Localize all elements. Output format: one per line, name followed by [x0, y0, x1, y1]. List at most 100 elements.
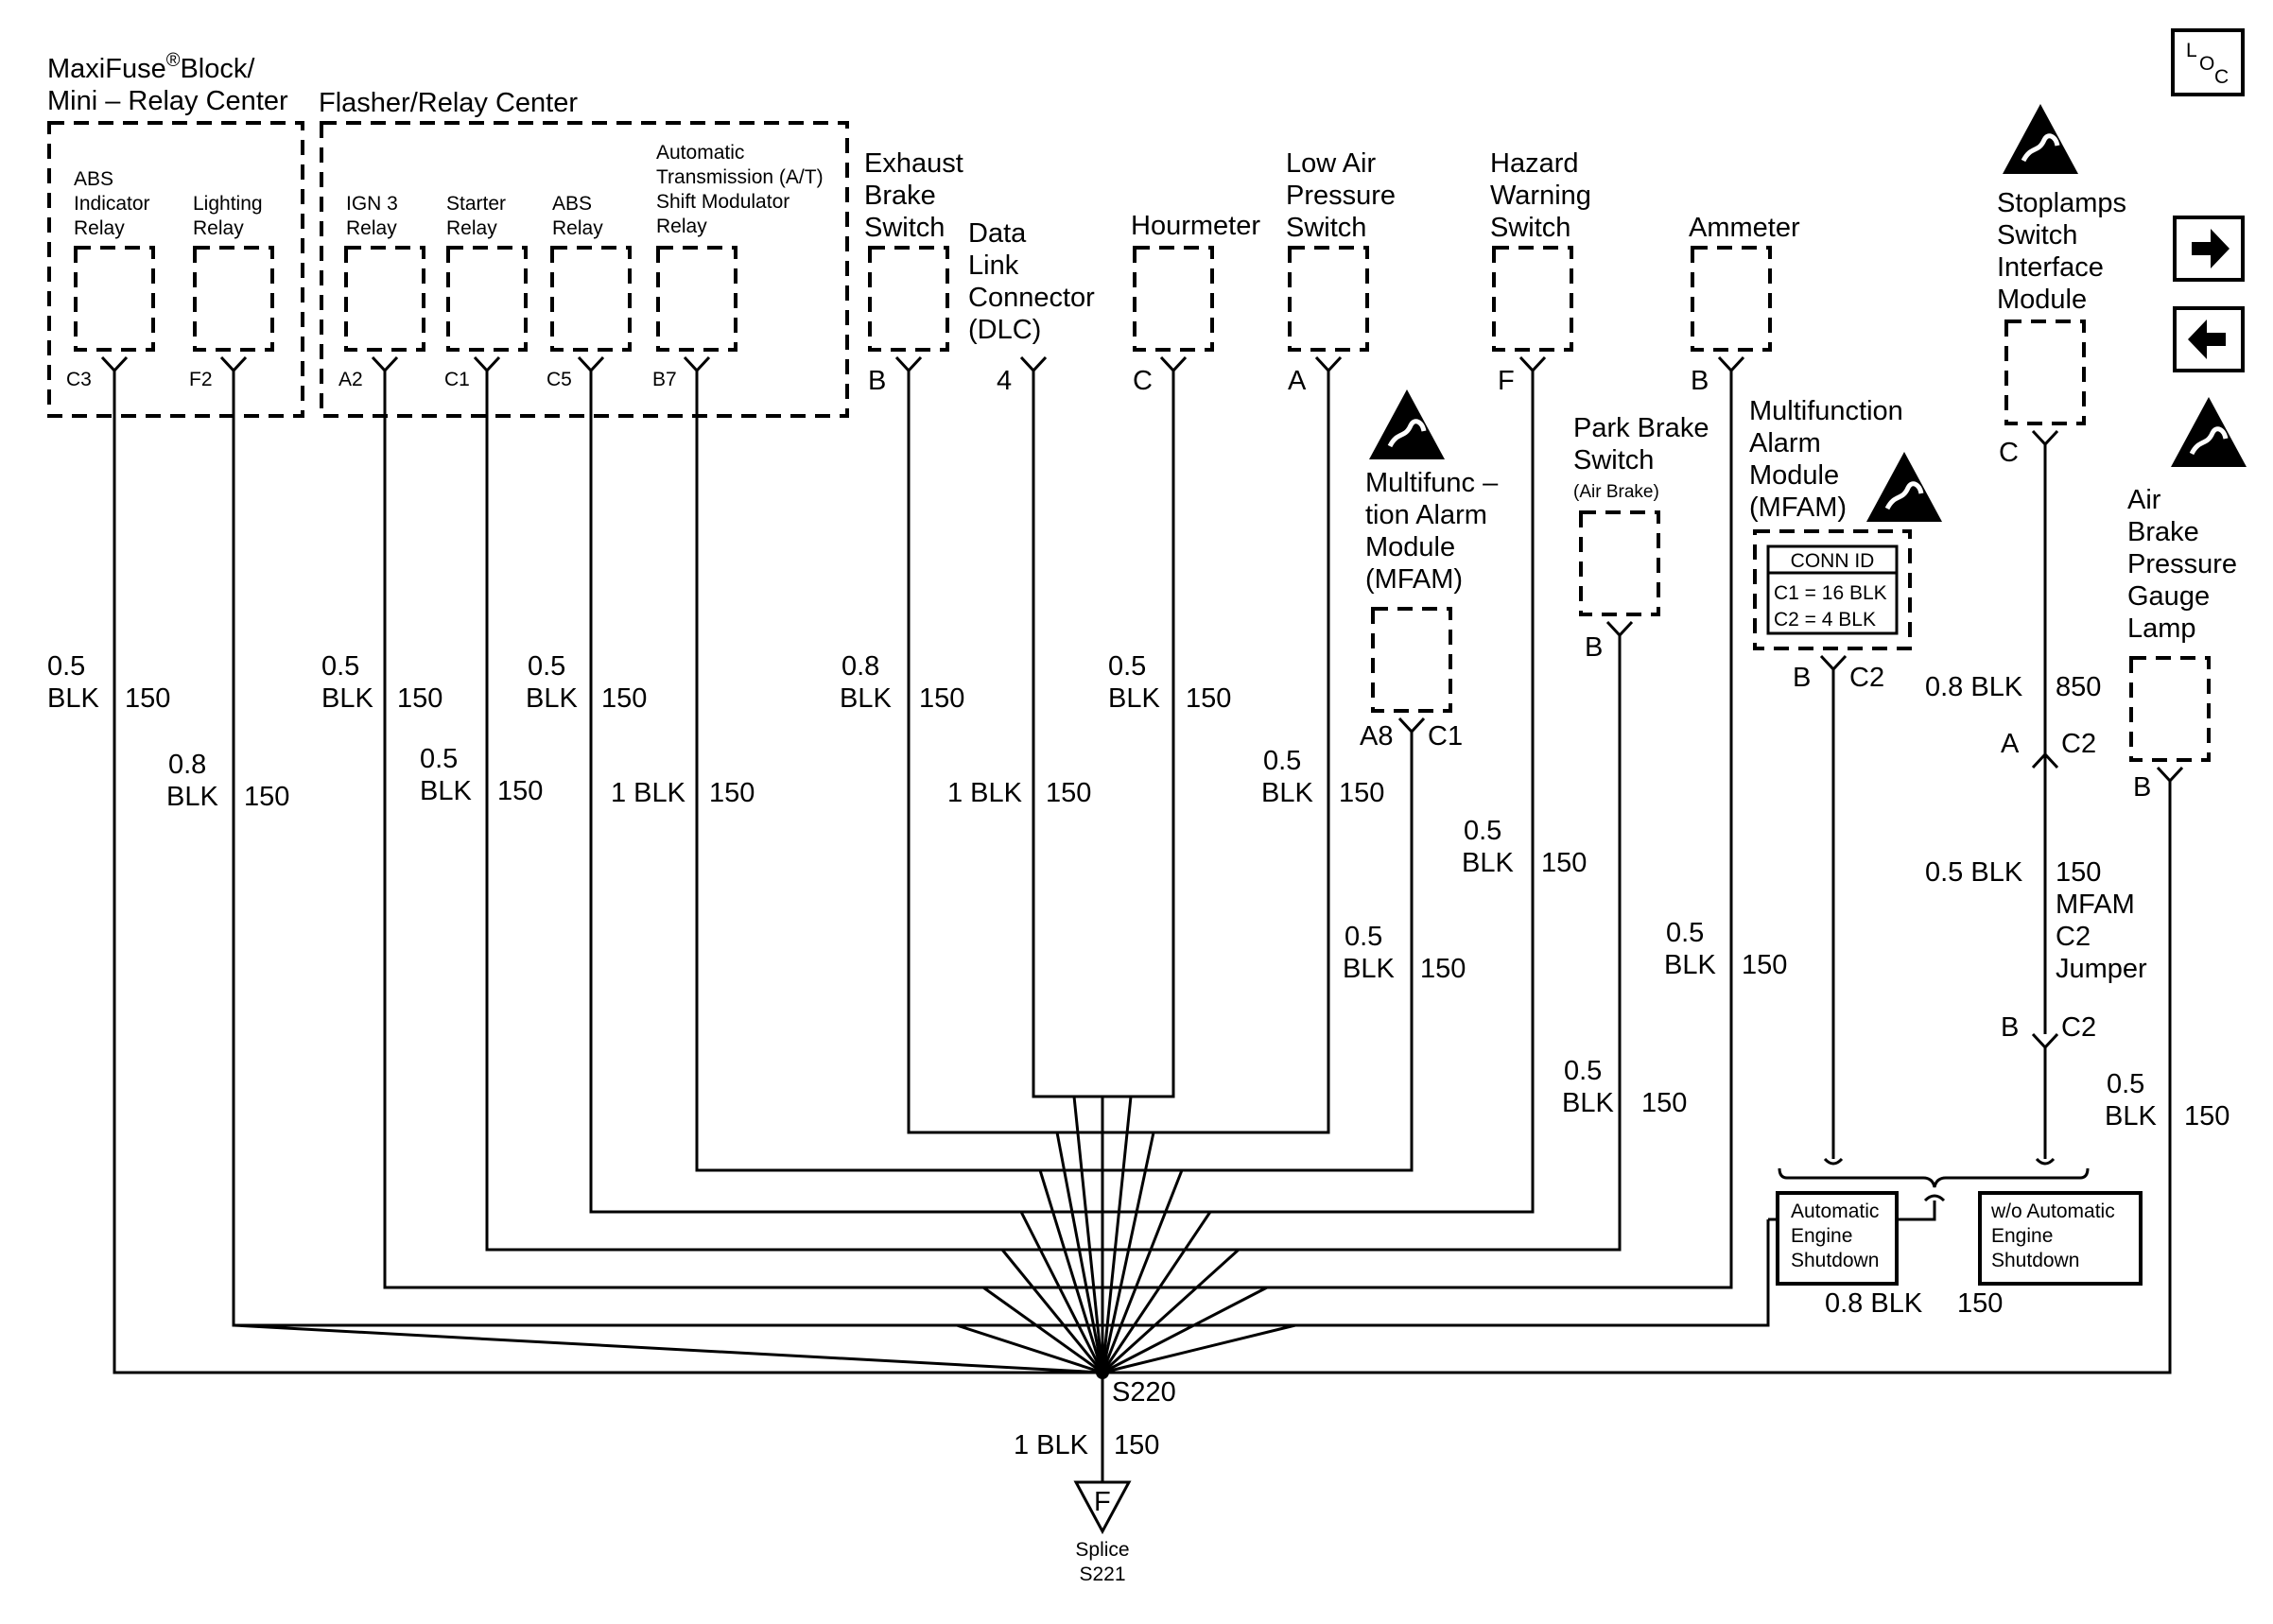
lighting-relay-label: Lighting Relay [193, 193, 263, 239]
svg-text:Lighting: Lighting [193, 193, 263, 215]
maxifuse-block-label: MaxiFuse®Block/ Mini – Relay Center [47, 50, 288, 116]
conn-id-table: CONN ID C1 = 16 BLK C2 = 4 BLK [1766, 544, 1899, 635]
pin-label: B [2133, 772, 2151, 803]
svg-text:C2: C2 [2056, 922, 2091, 952]
at-relay-box [656, 246, 737, 352]
svg-text:0.5: 0.5 [47, 651, 85, 682]
pin-label: B [2001, 1012, 2019, 1043]
pin-label: C5 [547, 369, 572, 390]
ammeter-label: Ammeter [1689, 213, 1800, 243]
pin-label: C [1999, 438, 2019, 468]
svg-text:150: 150 [397, 683, 442, 714]
svg-text:850: 850 [2056, 672, 2101, 702]
svg-text:0.8 BLK: 0.8 BLK [1925, 672, 2023, 702]
svg-text:150: 150 [2184, 1101, 2230, 1132]
svg-text:IGN 3: IGN 3 [346, 193, 398, 215]
svg-text:BLK: BLK [321, 683, 373, 714]
svg-text:(DLC): (DLC) [968, 315, 1041, 345]
lighting-relay-box [193, 246, 274, 352]
loc-icon[interactable]: L O C [2171, 28, 2245, 96]
pin-label: C1 [444, 369, 470, 390]
svg-text:Gauge: Gauge [2127, 581, 2210, 612]
svg-text:BLK: BLK [526, 683, 578, 714]
pin-label: C [1133, 366, 1153, 396]
splice-fan-in [233, 1096, 1296, 1482]
svg-text:MFAM: MFAM [2056, 890, 2135, 920]
flasher-relay-center-label: Flasher/Relay Center [319, 88, 578, 118]
svg-text:0.5 BLK: 0.5 BLK [1925, 857, 2023, 888]
pin-label: B [868, 366, 886, 396]
svg-text:Switch: Switch [1286, 213, 1366, 243]
svg-text:150: 150 [709, 778, 755, 808]
esd-hazard-icon [1866, 452, 1942, 522]
svg-text:BLK: BLK [840, 683, 892, 714]
svg-text:Switch: Switch [1997, 220, 2077, 251]
wire-label: 0.5 BLK 150 [1664, 918, 1787, 980]
svg-text:Switch: Switch [1490, 213, 1570, 243]
svg-text:Shift Modulator: Shift Modulator [656, 191, 789, 213]
wire-label: 0.5 BLK 150 [47, 651, 170, 714]
hourmeter-label: Hourmeter [1131, 211, 1260, 241]
svg-text:MaxiFuse®Block/: MaxiFuse®Block/ [47, 50, 255, 84]
pin-label: F2 [189, 369, 213, 390]
svg-text:CONN ID: CONN ID [1791, 550, 1875, 572]
svg-text:(MFAM): (MFAM) [1749, 492, 1847, 523]
low-air-pressure-switch-label: Low Air Pressure Switch [1286, 148, 1396, 243]
svg-text:L: L [2186, 40, 2197, 61]
svg-text:150: 150 [1541, 848, 1587, 878]
svg-text:tion Alarm: tion Alarm [1365, 500, 1487, 530]
abs-indicator-relay-box [74, 246, 155, 352]
pin-label: F [1498, 366, 1515, 396]
low-air-pressure-switch-box [1288, 246, 1369, 352]
svg-text:Exhaust: Exhaust [864, 148, 963, 179]
svg-text:Switch: Switch [1573, 445, 1654, 475]
svg-text:Park Brake: Park Brake [1573, 413, 1709, 443]
svg-text:150: 150 [1641, 1088, 1687, 1118]
svg-text:Multifunction: Multifunction [1749, 396, 1903, 426]
mfam-left-label: Multifunc – tion Alarm Module (MFAM) [1365, 468, 1499, 595]
svg-text:0.8 BLK: 0.8 BLK [1825, 1288, 1923, 1319]
wire-label: 1 BLK 150 [611, 778, 755, 808]
hourmeter-box [1133, 246, 1214, 352]
svg-text:Link: Link [968, 251, 1019, 281]
svg-text:(Air Brake): (Air Brake) [1573, 482, 1659, 502]
pin-label: B [1793, 663, 1811, 693]
svg-text:0.5: 0.5 [2107, 1069, 2144, 1099]
svg-text:150: 150 [1114, 1430, 1159, 1460]
svg-text:Shutdown: Shutdown [1991, 1250, 2079, 1271]
svg-text:150: 150 [1186, 683, 1231, 714]
pin-label: A2 [338, 369, 363, 390]
svg-text:150: 150 [125, 683, 170, 714]
next-arrow-icon[interactable] [2173, 216, 2245, 282]
pin-label: C2 [2061, 729, 2096, 759]
splice-number-label: S221 [1079, 1564, 1125, 1585]
wire-label: 0.5 BLK 150 [420, 744, 543, 806]
svg-text:F: F [1094, 1487, 1111, 1517]
svg-text:Pressure: Pressure [2127, 549, 2237, 579]
svg-text:Brake: Brake [864, 181, 936, 211]
svg-text:BLK: BLK [1261, 778, 1313, 808]
svg-text:Alarm: Alarm [1749, 428, 1821, 458]
svg-text:Interface: Interface [1997, 252, 2104, 283]
svg-text:C2 = 4 BLK: C2 = 4 BLK [1774, 609, 1876, 631]
svg-text:150: 150 [1957, 1288, 2003, 1319]
abs-relay-box [550, 246, 632, 352]
svg-text:0.5: 0.5 [321, 651, 359, 682]
svg-text:0.5: 0.5 [1464, 816, 1501, 846]
ground-splice-s221-symbol: F [1073, 1480, 1132, 1535]
starter-relay-label: Starter Relay [446, 193, 506, 239]
wire-label: 1 BLK 150 [1014, 1430, 1159, 1460]
svg-text:Stoplamps: Stoplamps [1997, 188, 2126, 218]
svg-text:Automatic: Automatic [656, 142, 744, 164]
pin-label: A [2001, 729, 2020, 759]
svg-text:BLK: BLK [420, 776, 472, 806]
svg-text:BLK: BLK [1343, 954, 1395, 984]
svg-text:0.5: 0.5 [1263, 746, 1301, 776]
mfam-right-label: Multifunction Alarm Module (MFAM) [1749, 396, 1903, 523]
mfam-right-box [1753, 529, 1912, 650]
previous-arrow-icon[interactable] [2173, 306, 2245, 372]
svg-text:Automatic: Automatic [1791, 1201, 1879, 1222]
svg-text:Jumper: Jumper [2056, 954, 2147, 984]
svg-text:1 BLK: 1 BLK [1014, 1430, 1089, 1460]
